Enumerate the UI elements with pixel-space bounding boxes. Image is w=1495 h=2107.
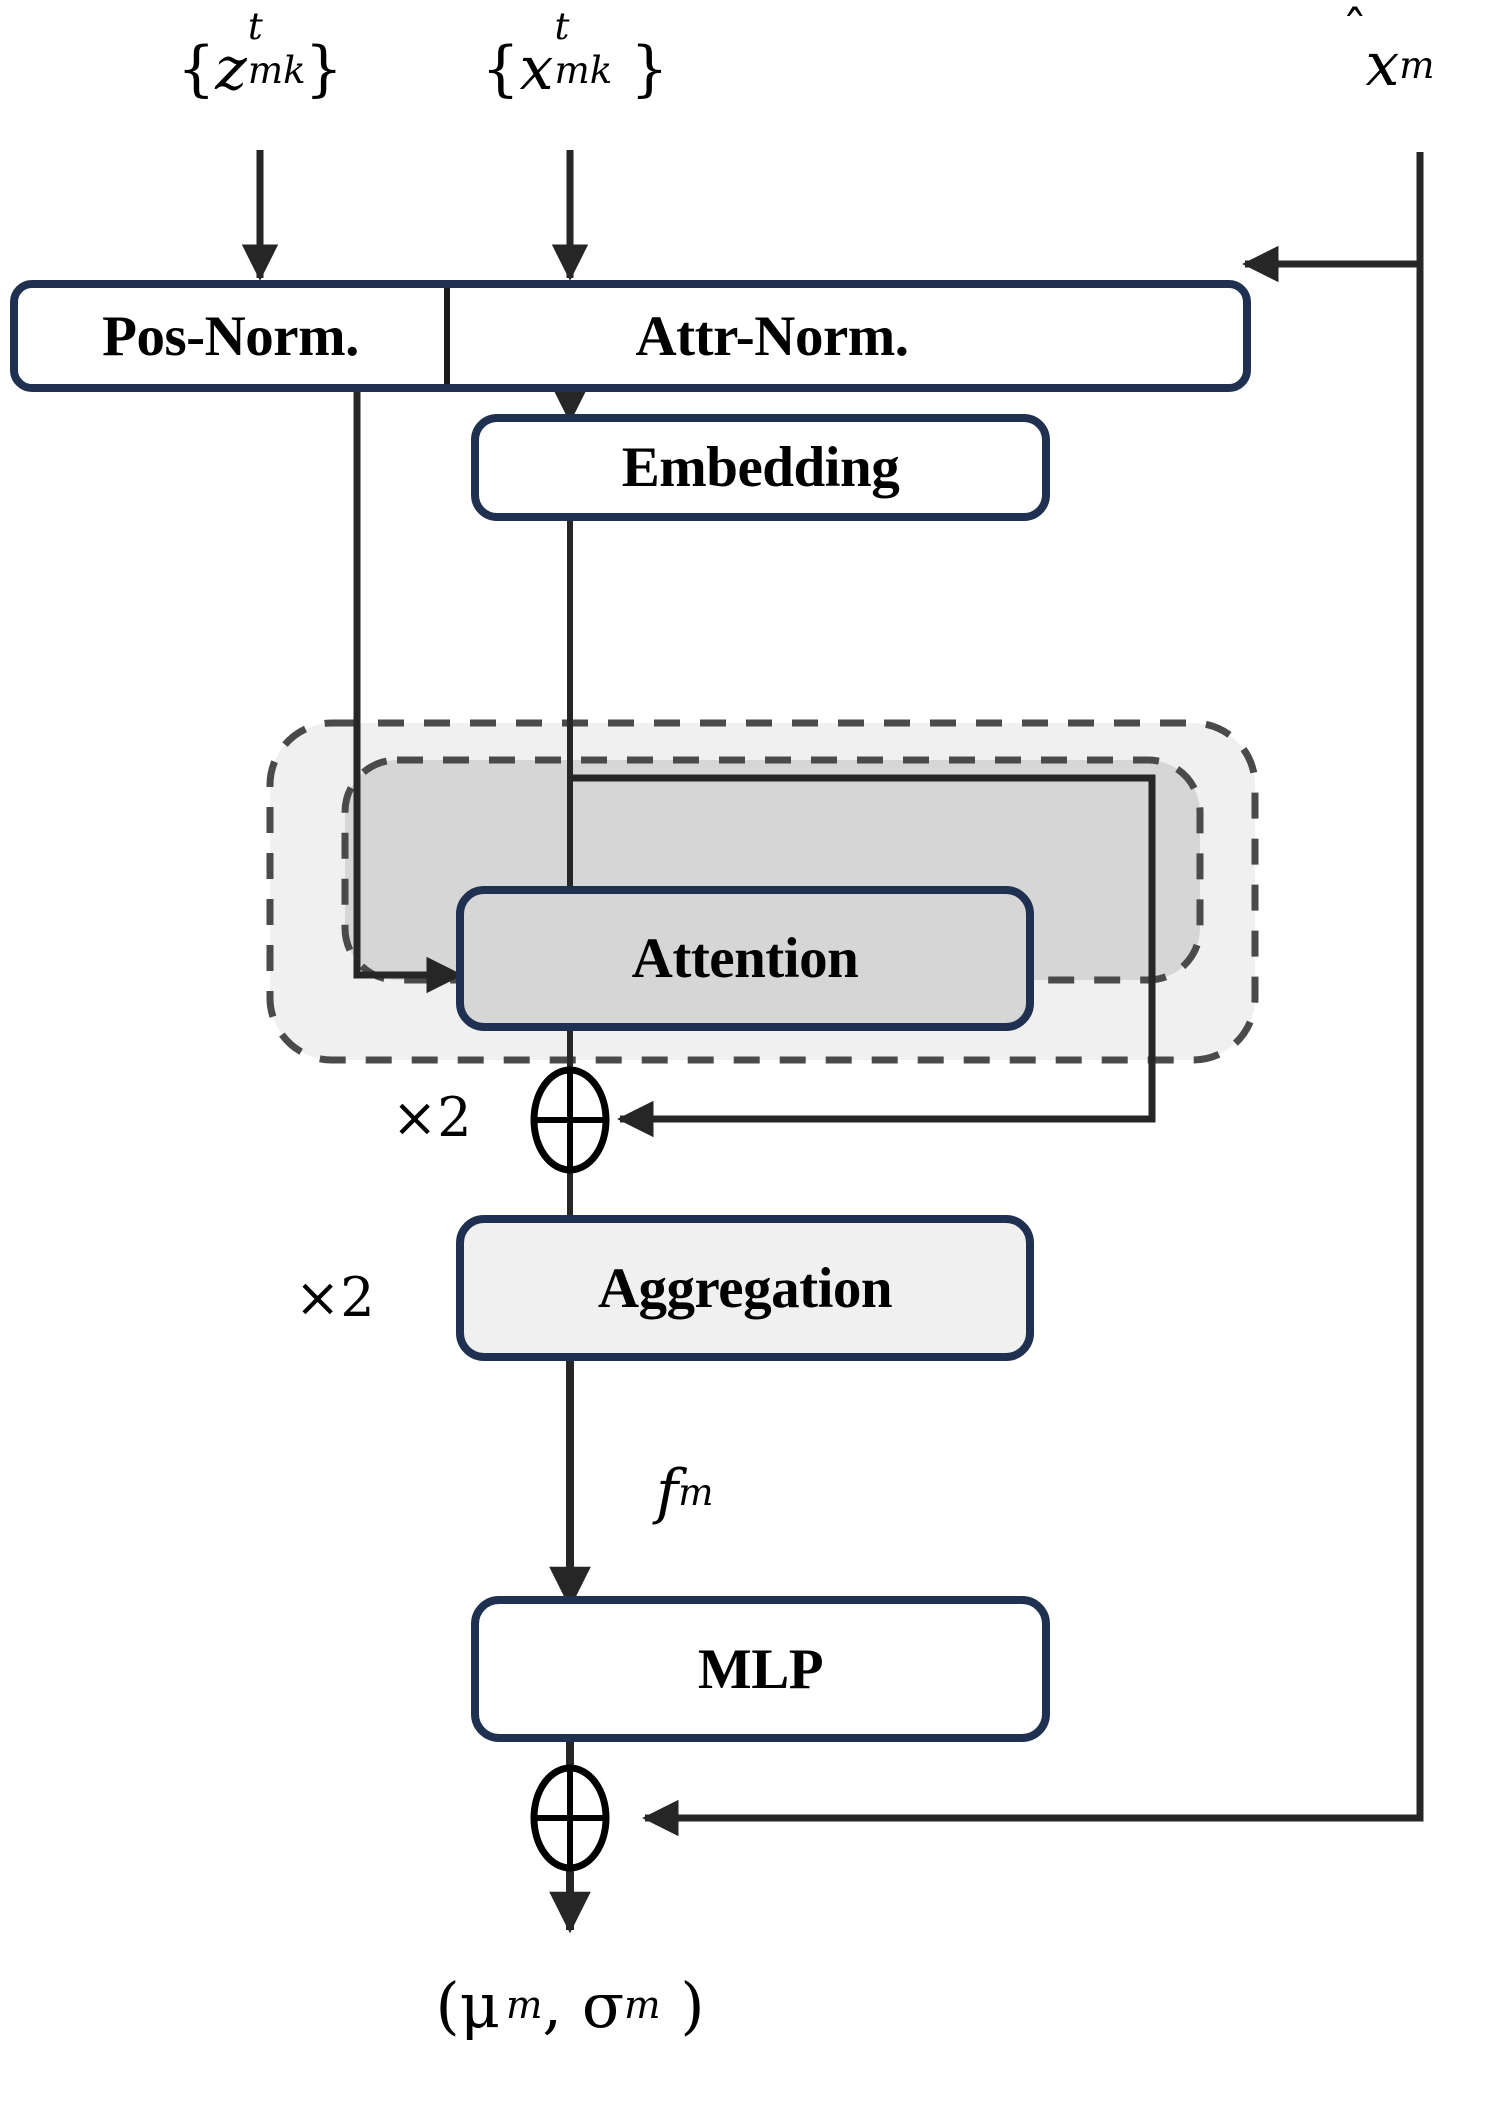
outer-repeat-group-border (266, 719, 1259, 1064)
mu-symbol: μ (459, 1968, 500, 2042)
output-close-paren: ) (660, 1968, 705, 2042)
output-comma: , (542, 1968, 582, 2042)
residual-add-output-icon (530, 1764, 610, 1872)
feature-symbol: f (656, 1457, 679, 1527)
rail-xhat-to-attr-norm (1242, 152, 1424, 283)
residual-add-attention-icon (530, 1066, 610, 1174)
sigma-subscript: m (624, 1982, 661, 2028)
input-label-xhat: x ̂ m (1365, 30, 1435, 100)
output-open-paren: ( (435, 1968, 460, 2042)
rail-xhat-to-output-add (642, 152, 1424, 1837)
input-label-x: {x t mk mk } (481, 4, 669, 104)
embedding-box[interactable] (471, 414, 1050, 521)
input-label-z: {z t mk mk } (177, 4, 343, 104)
input-x-symbol: x (519, 34, 554, 104)
norm-bar[interactable] (10, 280, 1251, 392)
mu-subscript: m (505, 1982, 543, 2028)
outer-repeat-label: ×2 (295, 1266, 375, 1329)
input-xhat-symbol: x (1365, 30, 1400, 100)
aggregation-box[interactable] (456, 1215, 1034, 1361)
inner-repeat-label: ×2 (392, 1086, 472, 1149)
mlp-box[interactable] (471, 1596, 1050, 1742)
attention-box[interactable] (456, 886, 1034, 1031)
rail-pos-norm-to-attention (353, 316, 463, 994)
sigma-symbol: σ (581, 1968, 625, 2042)
residual-skip-attention (570, 774, 1156, 1138)
input-z-symbol: z (215, 34, 247, 104)
